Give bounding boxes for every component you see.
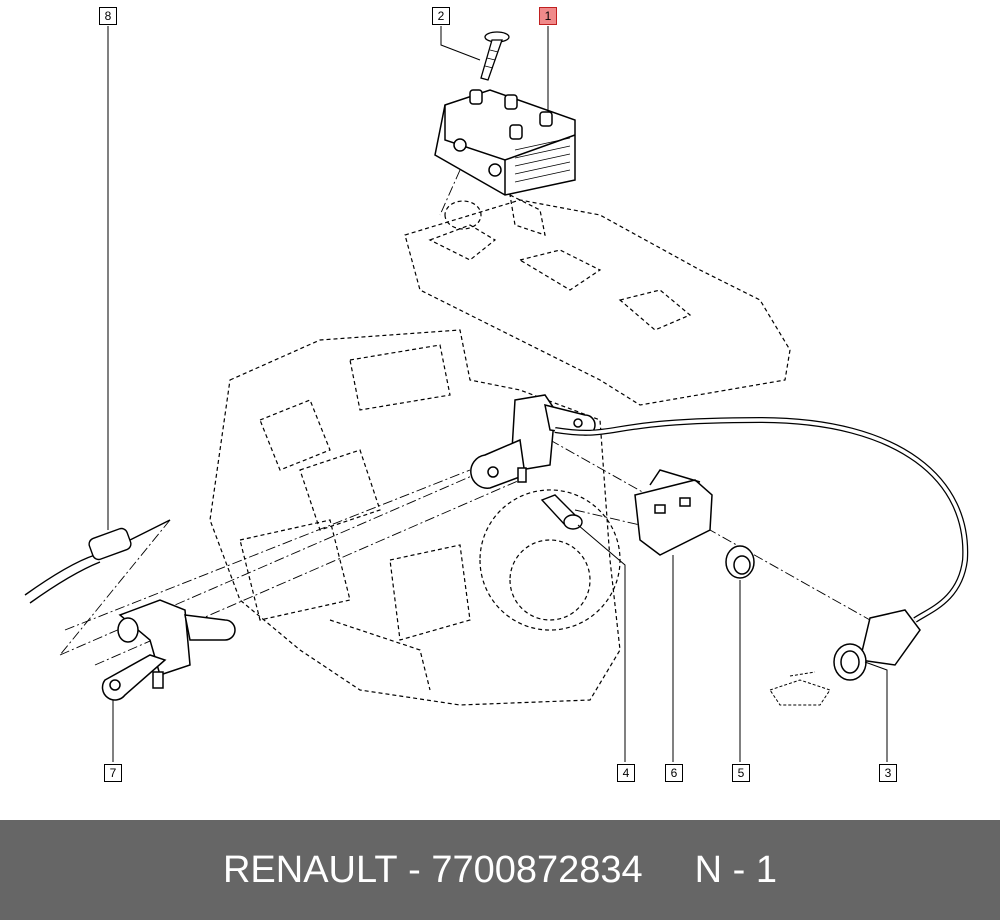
part-number: 7700872834 [431,848,643,891]
callout-3: 3 [879,764,897,782]
callout-2: 2 [432,7,450,25]
connector [833,609,921,681]
callout-4: 4 [617,764,635,782]
callout-5: 5 [732,764,750,782]
position-label: N - 1 [694,848,778,891]
callout-8: 8 [99,7,117,25]
leader-lines [107,26,888,762]
engine-block-ghost [209,193,791,706]
pin-bolt [540,494,583,530]
parts-diagram: 1 2 3 4 5 6 7 8 [24,7,969,782]
brand-separator: - [397,848,432,891]
bracket-clip [634,469,713,556]
sensor-cable-inner [554,418,967,622]
part-info-footer: RENAULT - 7700872834 N - 1 [0,820,1000,920]
ignition-coil [434,89,576,196]
grommet [725,545,755,579]
brand-name: RENAULT [222,848,398,891]
exploded-view-drawing [24,26,969,762]
screw [480,31,510,81]
sensor-assembly-left [101,599,236,701]
callout-1: 1 [539,7,557,25]
terminal-pins [769,671,831,706]
crankshaft-sensor [470,394,596,489]
callout-6: 6 [665,764,683,782]
wiring-pigtail [24,519,171,604]
callout-7: 7 [104,764,122,782]
